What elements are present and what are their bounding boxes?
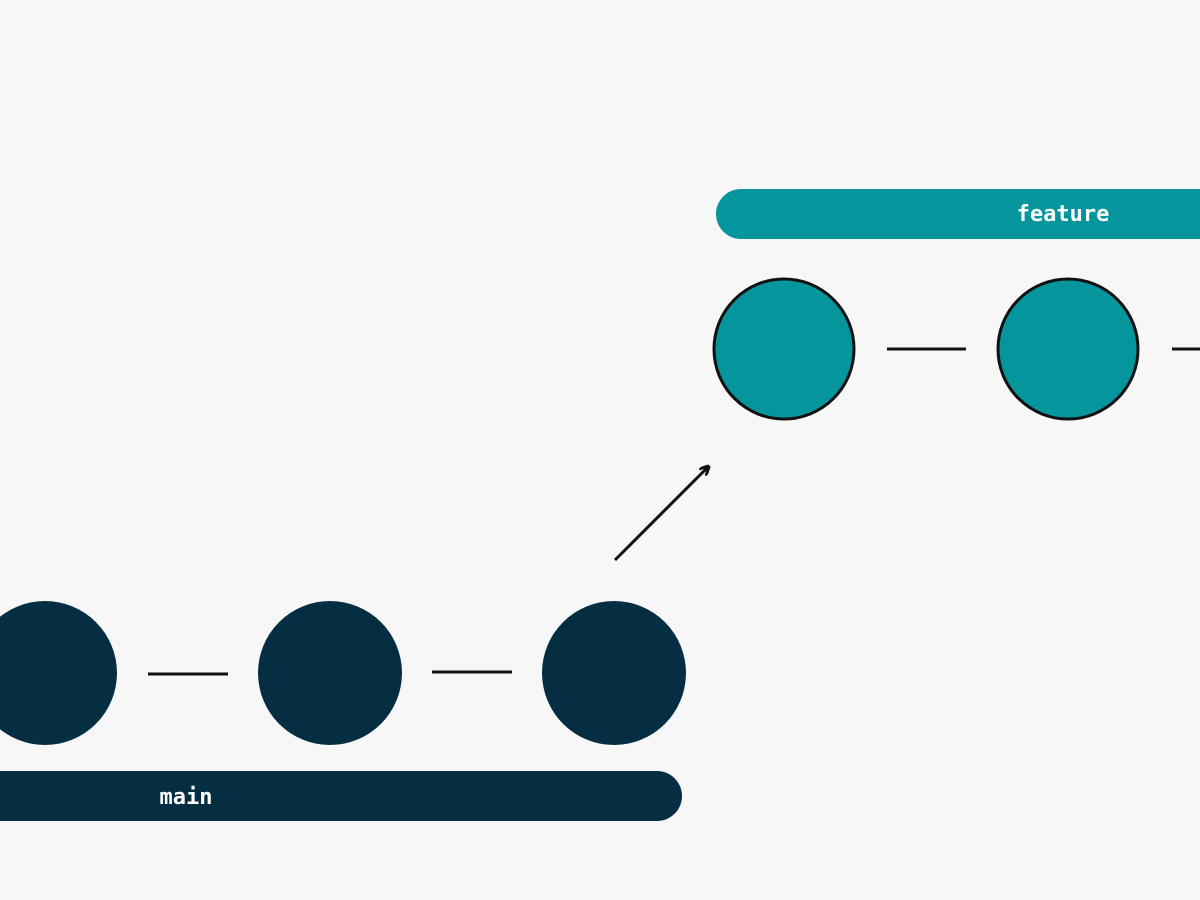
main-commit-3 <box>542 601 686 745</box>
feature-commit-1 <box>712 277 856 421</box>
feature-branch-bar: feature <box>716 189 1200 239</box>
main-branch-bar-shape <box>0 771 682 821</box>
main-commit-2 <box>258 601 402 745</box>
feature-commit-2 <box>996 277 1140 421</box>
feature-branch-label: feature <box>1017 202 1110 227</box>
main-branch-label: main <box>160 785 213 810</box>
branch-off-arrow <box>613 467 708 562</box>
main-commit-1 <box>0 601 117 745</box>
main-branch-bar: main <box>0 771 682 821</box>
feature-branch-bar-shape <box>716 189 1200 239</box>
